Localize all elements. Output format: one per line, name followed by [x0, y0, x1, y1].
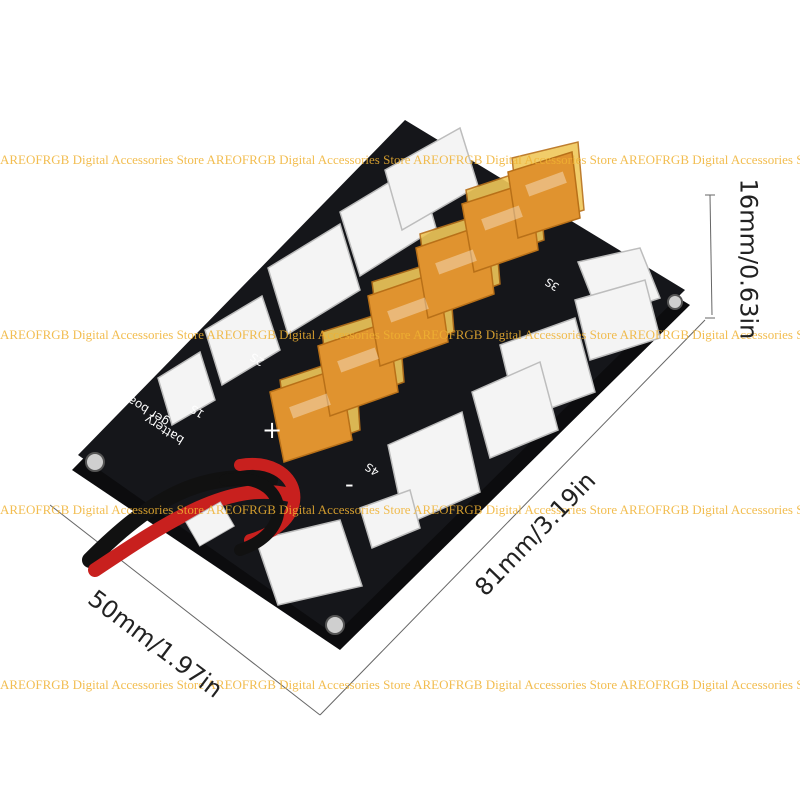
wire-clip: [184, 501, 236, 547]
dimension-lines: [49, 194, 715, 716]
port-label-4s: 4S: [363, 460, 382, 478]
height-dimension-label: 16mm/0.63in: [734, 178, 763, 340]
balance-ports-right: [255, 247, 661, 606]
watermark-row-4: AREOFRGB Digital Accessories Store AREOF…: [0, 677, 800, 692]
port-label-1s: 1S: [188, 402, 207, 420]
minus-label: -: [345, 470, 354, 498]
mounting-holes: [85, 294, 683, 635]
port-label-3s: 3S: [543, 275, 562, 293]
input-wires: [82, 457, 301, 577]
watermark-row-2: AREOFRGB Digital Accessories Store AREOF…: [0, 327, 800, 342]
plus-label: +: [262, 416, 282, 444]
port-label-2s: 2S: [248, 350, 267, 368]
watermark-row-1: AREOFRGB Digital Accessories Store AREOF…: [0, 152, 800, 167]
watermark-row-3: AREOFRGB Digital Accessories Store AREOF…: [0, 502, 800, 517]
xt60-connectors: [269, 141, 585, 463]
balance-ports-left: [157, 126, 479, 427]
